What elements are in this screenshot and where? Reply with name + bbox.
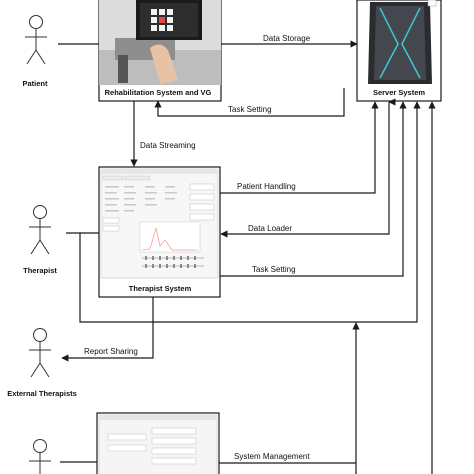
stick-figure-icon xyxy=(24,15,48,65)
data-streaming-label: Data Streaming xyxy=(140,141,196,150)
stick-figure-icon xyxy=(28,328,52,378)
server-system-box: Server System xyxy=(356,0,442,102)
data-loader-arrow xyxy=(220,102,390,238)
therapist-label: Therapist xyxy=(23,266,57,275)
data-loader-label: Data Loader xyxy=(248,224,292,233)
rehab-system-label: Rehabilitation System and VG xyxy=(105,88,212,97)
patient-actor: Patient xyxy=(22,15,48,88)
external-therapists-label: External Therapists xyxy=(7,389,77,398)
report-sharing-arrow xyxy=(61,297,154,362)
management-system-box xyxy=(96,412,220,474)
patient-handling-arrow xyxy=(220,101,379,194)
system-management-label: System Management xyxy=(234,452,310,461)
task-setting-therapist-label: Task Setting xyxy=(252,265,296,274)
therapist-system-box: Therapist System xyxy=(98,166,221,298)
task-setting-server-label: Task Setting xyxy=(228,105,272,114)
server-system-label: Server System xyxy=(373,88,425,97)
stick-figure-icon xyxy=(28,439,52,474)
task-setting-server-arrow xyxy=(154,88,345,117)
report-sharing-label: Report Sharing xyxy=(84,347,138,356)
patient-handling-label: Patient Handling xyxy=(237,182,296,191)
task-setting-therapist-arrow xyxy=(220,101,407,277)
therapist-actor: Therapist xyxy=(23,205,57,275)
server-tower-icon xyxy=(368,0,437,84)
outer-loop-arrow xyxy=(79,101,421,323)
connectors xyxy=(58,40,436,474)
external-therapists-actor: External Therapists xyxy=(7,328,77,398)
therapist-system-label: Therapist System xyxy=(129,284,192,293)
stick-figure-icon xyxy=(28,205,52,255)
patient-label: Patient xyxy=(22,79,48,88)
admin-actor xyxy=(28,439,52,474)
data-storage-label: Data Storage xyxy=(263,34,311,43)
management-ui-screenshot xyxy=(98,414,218,474)
rehab-system-box: Rehabilitation System and VG xyxy=(98,0,222,102)
